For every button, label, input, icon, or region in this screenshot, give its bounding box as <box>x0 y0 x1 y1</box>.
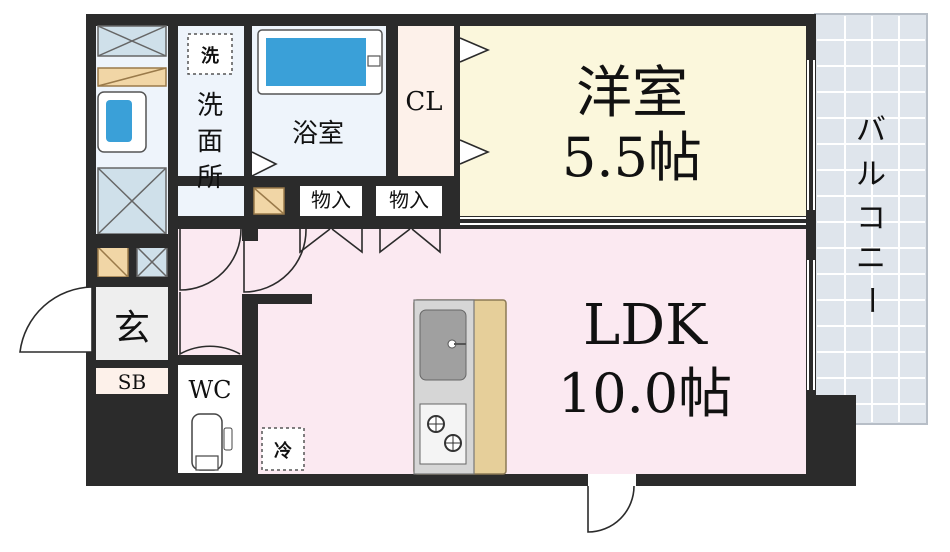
svg-text:ー: ー <box>853 285 888 315</box>
ldk-size: 10.0帖 <box>558 362 732 425</box>
closet-label: CL <box>405 87 442 117</box>
ldk-threshold <box>588 474 636 486</box>
entrance-label: 玄 <box>114 308 150 349</box>
storage-1-floor <box>300 186 362 216</box>
storage-2-floor <box>376 186 442 216</box>
storage-2-label: 物入 <box>389 188 429 212</box>
svg-text:コ: コ <box>856 201 886 236</box>
windows <box>460 60 815 390</box>
ldk-floor <box>258 229 806 474</box>
wash-basin <box>97 91 147 153</box>
fridge-mark: 冷 <box>274 440 292 462</box>
balcony <box>814 13 928 425</box>
washroom-label-2: 面 <box>197 127 223 157</box>
western-room-floor <box>460 26 806 216</box>
washroom-label-3: 所 <box>197 163 223 193</box>
toilet-label: WC <box>188 376 231 404</box>
svg-text:ル: ル <box>856 157 886 192</box>
washroom-label-1: 洗 <box>197 91 223 121</box>
doors <box>19 37 635 533</box>
balcony-label: バ ル コ ニ ー <box>853 113 888 315</box>
western-room-name: 洋室 <box>576 61 688 126</box>
fridge-box <box>261 427 305 471</box>
bathtub <box>257 29 383 95</box>
ldk-name: LDK <box>583 293 708 358</box>
shoe-box-label: SB <box>118 370 146 394</box>
shoe-box <box>96 368 168 394</box>
svg-text:バ: バ <box>856 113 886 148</box>
entrance-floor <box>96 286 168 360</box>
bath-label: 浴室 <box>292 119 344 149</box>
western-room-size: 5.5帖 <box>562 126 702 189</box>
storage-1-label: 物入 <box>311 188 351 212</box>
storage-hatches <box>97 25 168 278</box>
washer-mark: 洗 <box>201 45 219 67</box>
kitchen-counter <box>413 299 507 475</box>
toilet <box>191 413 233 471</box>
svg-text:ニ: ニ <box>856 241 886 276</box>
closet-floor <box>398 26 454 176</box>
interior-walls <box>86 14 856 486</box>
washer-box <box>187 33 233 75</box>
